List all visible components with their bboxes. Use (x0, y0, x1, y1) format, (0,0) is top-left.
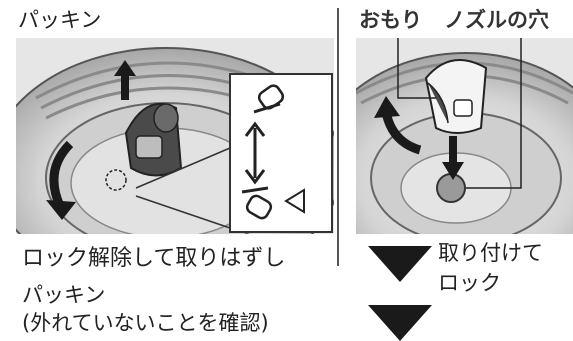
double-arrow-icon (240, 120, 270, 186)
packing-check-label: パッキン (外れていないことを確認) (22, 281, 269, 337)
nozzle-hole-label: ノズルの穴 (444, 8, 549, 32)
up-arrow-icon (114, 60, 136, 100)
packing-part-top-icon (250, 82, 290, 116)
down-arrow-icon (368, 246, 432, 282)
attach-line-1: 取り付けて (438, 241, 543, 265)
packing-label-top: パッキン (18, 8, 102, 32)
weight-label: おもり (359, 8, 422, 32)
triangle-marker-icon (284, 188, 306, 214)
divider (337, 8, 339, 266)
attach-lock-label: 取り付けて ロック (438, 238, 543, 298)
attach-line-2: ロック (438, 271, 501, 295)
right-photo (356, 38, 573, 234)
curved-arrow-icon (40, 140, 90, 220)
right-header: おもりノズルの穴 (359, 4, 573, 34)
down-arrow-small-icon (442, 136, 464, 180)
rotate-arrow-icon (372, 96, 428, 156)
unlock-remove-label: ロック解除して取りはずし (22, 246, 286, 271)
packing-part-bottom-icon (238, 186, 278, 222)
packing-bottom-line-2: (外れていないことを確認) (22, 311, 269, 335)
packing-bottom-line-1: パッキン (22, 283, 106, 307)
down-arrow-bottom-icon (368, 305, 432, 341)
